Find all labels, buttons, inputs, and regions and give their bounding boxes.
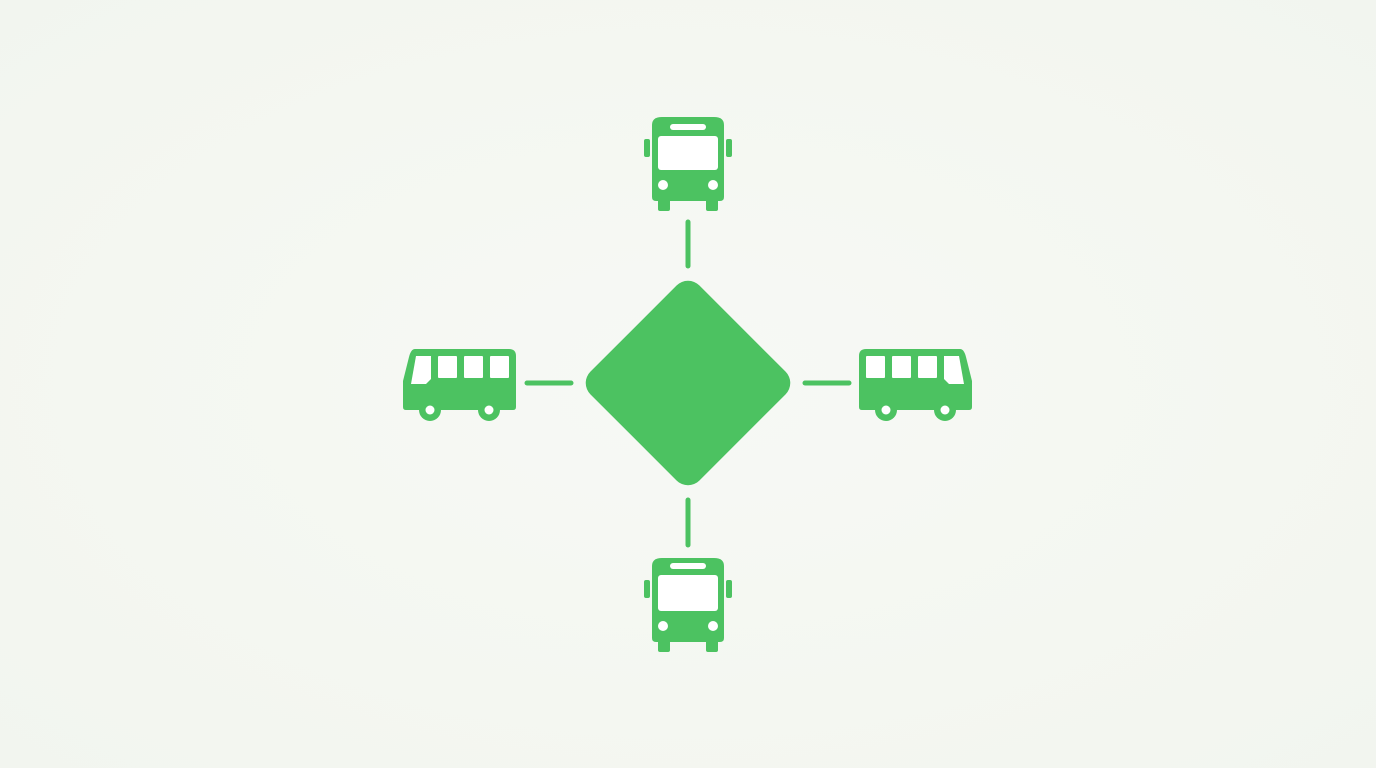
bus-side-left-icon xyxy=(403,349,516,421)
connectors xyxy=(524,219,852,548)
bus-front-icon xyxy=(644,117,732,211)
bus-side-right-icon xyxy=(859,349,972,421)
bus-front-icon xyxy=(644,558,732,652)
diamond-hub-icon xyxy=(585,280,791,486)
